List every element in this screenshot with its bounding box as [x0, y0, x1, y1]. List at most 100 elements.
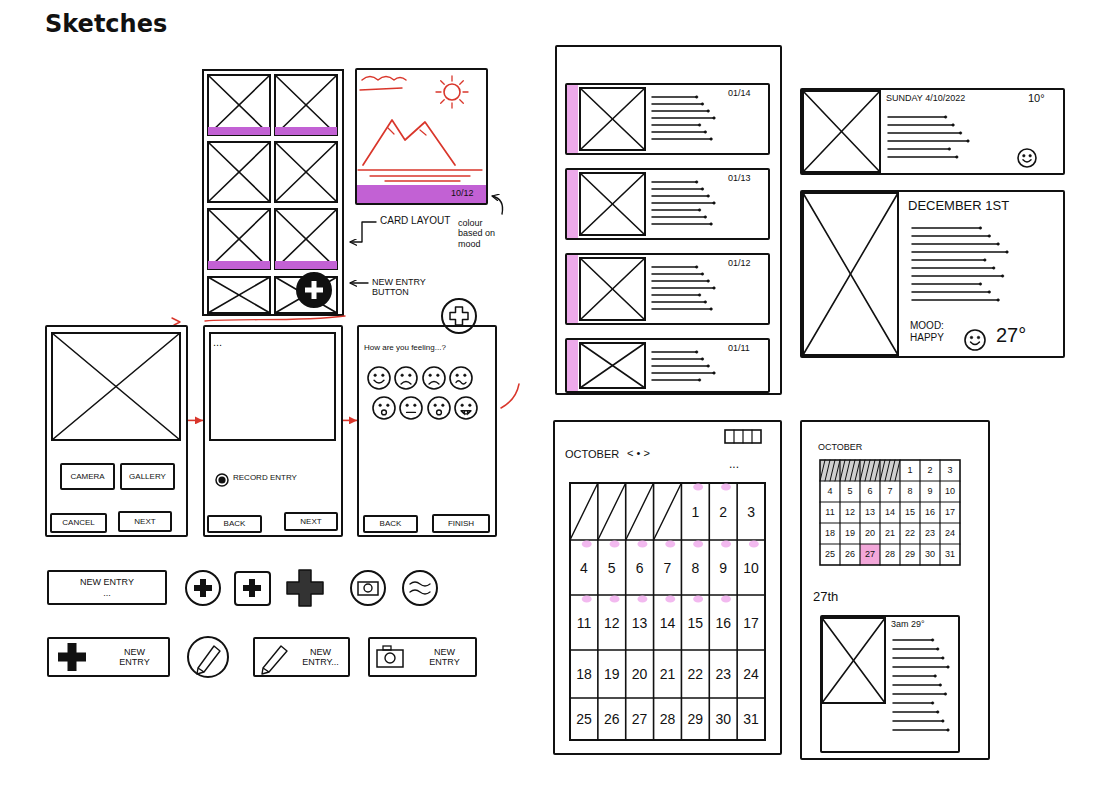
node-text: 01/11 — [728, 343, 750, 353]
calendar-grid — [597, 483, 599, 740]
calendar-grid — [939, 460, 940, 565]
calendar-day: 13 — [626, 615, 654, 631]
sun-ray — [460, 81, 464, 85]
image-placeholder — [208, 75, 270, 135]
placeholder-cross — [580, 258, 645, 320]
text-line — [652, 181, 697, 183]
calendar-grid — [708, 483, 710, 740]
line-dot — [942, 720, 945, 723]
mood-face — [368, 367, 390, 389]
empty-day-hatch — [598, 483, 626, 540]
calendar-grid — [859, 460, 860, 565]
empty-day-hatch — [890, 460, 895, 481]
mood-face — [1018, 149, 1036, 167]
face-eye — [464, 374, 467, 377]
camera-icon — [358, 582, 378, 595]
face-eye — [1023, 154, 1026, 157]
text-line — [893, 729, 948, 731]
empty-day — [840, 460, 860, 481]
calendar-day: 26 — [840, 549, 860, 559]
screen-frame: ...RECORD ENTRYBACKNEXT — [203, 325, 343, 537]
face-eye — [374, 374, 377, 377]
empty-day-hatch — [850, 460, 855, 481]
line-dot — [710, 223, 713, 226]
text-line — [893, 702, 933, 704]
text-line — [652, 209, 700, 211]
calendar-day: 7 — [880, 486, 900, 496]
line-dot — [979, 283, 982, 286]
node-text: 10/12 — [451, 188, 474, 198]
node-text: NEW ENTRY — [80, 577, 134, 587]
line-dot — [944, 116, 947, 119]
text-line — [652, 131, 705, 133]
camera-lens — [385, 653, 395, 663]
text-line — [652, 124, 700, 126]
mountain — [363, 120, 455, 165]
face-mouth — [971, 342, 980, 345]
mood-face — [373, 397, 395, 419]
calendar-grid — [570, 483, 765, 740]
line-dot — [713, 287, 716, 290]
new-entry-fab — [297, 273, 331, 307]
mood-bar — [567, 255, 578, 323]
calendar-day: 16 — [920, 507, 940, 517]
empty-day-hatch — [845, 460, 850, 481]
entry-card: 01/13 — [565, 168, 770, 240]
calendar-grid — [820, 522, 960, 523]
text-line — [652, 287, 714, 289]
face-eye — [401, 374, 404, 377]
line-dot — [695, 266, 698, 269]
flow-mark — [501, 384, 519, 408]
calendar-day: 24 — [940, 528, 960, 538]
calendar-grid — [625, 483, 627, 740]
battery-icon — [742, 430, 743, 443]
face-eye — [1029, 154, 1032, 157]
placeholder-cross — [580, 258, 645, 320]
empty-day-hatch — [875, 460, 880, 481]
mood-bar — [567, 170, 578, 238]
face-mouth — [429, 382, 439, 384]
new-entry-icon — [442, 299, 476, 333]
mood-face — [455, 397, 477, 419]
leader-line — [350, 282, 368, 283]
entry-card: 01/11 — [565, 338, 770, 393]
calendar-grid — [570, 649, 765, 651]
node-text: < • > — [627, 447, 650, 460]
camera-icon — [377, 650, 403, 667]
placeholder-cross — [822, 618, 885, 703]
placeholder-cross — [52, 333, 180, 440]
face-mouth — [1023, 160, 1031, 162]
face-eye — [409, 374, 412, 377]
face-eye — [977, 336, 980, 339]
text-area — [210, 333, 335, 440]
calendar-day: 8 — [900, 486, 920, 496]
calendar-day: 5 — [840, 486, 860, 496]
calendar-day: 10 — [737, 560, 765, 576]
mood-bar — [275, 261, 337, 269]
mood-dot — [665, 541, 675, 548]
face-eye — [379, 404, 382, 407]
calendar-day: 29 — [900, 549, 920, 559]
face-eye — [456, 374, 459, 377]
empty-day-hatch — [626, 483, 654, 540]
battery-icon — [751, 430, 752, 443]
text-line — [652, 202, 714, 204]
line-dot — [967, 140, 970, 143]
node-text: NEW ENTRY — [427, 647, 463, 668]
line-dot — [942, 657, 945, 660]
line-dot — [701, 103, 704, 106]
placeholder-cross — [275, 75, 337, 135]
empty-day-hatch — [830, 460, 835, 481]
mood-bar — [356, 185, 487, 204]
button: FINISH — [432, 514, 490, 533]
calendar-day: 31 — [737, 711, 765, 727]
flow-arrow — [188, 420, 203, 422]
placeholder-cross — [208, 75, 270, 135]
line-dot — [698, 379, 701, 382]
node-text: 01/12 — [728, 258, 751, 268]
line-dot — [707, 110, 710, 113]
mood-face — [965, 330, 985, 350]
text-line — [652, 365, 708, 367]
calendar-day: 12 — [840, 507, 860, 517]
mood-dot — [721, 596, 731, 603]
